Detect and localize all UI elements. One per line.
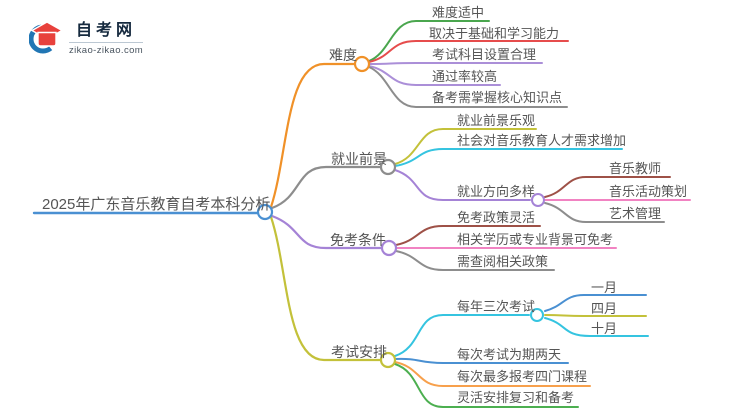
subbranch-label-three-exams: 每年三次考试: [457, 299, 536, 314]
subbranch-label-career-directions: 就业方向多样: [457, 184, 536, 199]
site-url: zikao-zikao.com: [69, 42, 144, 56]
leaf-label: 难度适中: [432, 5, 485, 20]
edge-root-exemption: [270, 214, 384, 250]
site-name: 自考网: [76, 22, 137, 39]
node-handle-employment: [379, 158, 397, 176]
node-handle-root: [256, 203, 274, 221]
branch-label-employment: 就业前景: [331, 151, 387, 167]
edge-employment-0: [394, 128, 537, 165]
edge-root-employment: [270, 165, 383, 210]
edge-employment-2: [394, 169, 531, 201]
leaf-label: 音乐教师: [609, 161, 662, 176]
edge-schedule-1: [394, 357, 569, 364]
edge-employment-1: [394, 148, 623, 167]
leaf-label: 艺术管理: [609, 206, 662, 221]
edge-root-difficulty: [269, 62, 357, 209]
edge-root-schedule: [269, 215, 383, 362]
node-handle-career-directions: [531, 193, 545, 207]
leaf-label: 一月: [591, 280, 618, 295]
edge-schedule-2: [394, 361, 591, 387]
node-handle-difficulty: [353, 55, 371, 73]
node-handle-schedule: [379, 351, 397, 369]
leaf-label: 灵活安排复习和备考: [457, 390, 575, 405]
edge-exemption-0: [395, 225, 541, 246]
edge-exam-month-0: [544, 294, 647, 312]
leaf-label: 四月: [591, 301, 618, 316]
edge-difficulty-2: [368, 62, 543, 65]
leaf-label: 通过率较高: [432, 69, 498, 84]
edge-exam-month-2: [544, 317, 649, 337]
edge-exemption-2: [395, 250, 555, 271]
branch-label-exemption: 免考条件: [330, 232, 386, 248]
leaf-label: 需查阅相关政策: [457, 254, 549, 269]
leaf-label: 每次最多报考四门课程: [457, 369, 588, 384]
graduation-cap-icon: [29, 20, 63, 53]
edge-schedule-0: [394, 314, 530, 357]
leaf-label: 备考需掌握核心知识点: [432, 90, 563, 105]
leaf-label: 就业前景乐观: [457, 113, 536, 128]
edge-difficulty-4: [368, 66, 568, 108]
site-logo[interactable]: 自考网 zikao-zikao.com: [29, 16, 144, 56]
node-handle-three-exams: [530, 308, 544, 322]
leaf-label: 十月: [591, 321, 618, 336]
leaf-label: 社会对音乐教育人才需求增加: [457, 133, 627, 148]
edge-difficulty-3: [368, 65, 501, 86]
edge-difficulty-1: [368, 40, 569, 63]
edge-difficulty-0: [368, 20, 490, 62]
leaf-label: 音乐活动策划: [609, 184, 688, 199]
edge-career-2: [544, 202, 665, 223]
edge-schedule-3: [394, 363, 579, 408]
branch-label-schedule: 考试安排: [331, 344, 387, 360]
leaf-label: 考试科目设置合理: [432, 47, 537, 62]
edge-exam-month-1: [544, 314, 647, 317]
edge-career-0: [544, 176, 671, 198]
node-handle-exemption: [380, 239, 398, 257]
branch-label-difficulty: 难度: [329, 47, 357, 63]
leaf-label: 免考政策灵活: [457, 210, 536, 225]
leaf-label: 每次考试为期两天: [457, 347, 562, 362]
leaf-label: 取决于基础和学习能力: [429, 26, 560, 41]
root-node-label: 2025年广东音乐教育自考本科分析: [42, 196, 271, 213]
leaf-label: 相关学历或专业背景可免考: [457, 232, 614, 247]
